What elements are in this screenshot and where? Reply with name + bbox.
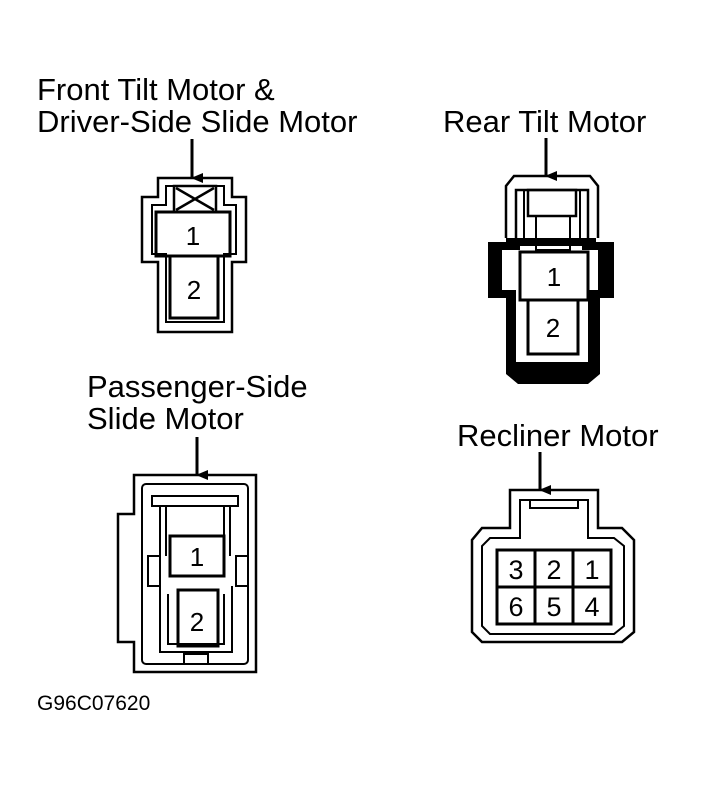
passenger-slide-label-line1: Passenger-Side	[87, 369, 308, 404]
passenger-slide-top-rail	[151, 495, 239, 507]
front-tilt-pin-1: 1	[186, 221, 200, 251]
passenger-slide-bottom-latch	[183, 653, 209, 665]
front-tilt-inner-shell	[151, 185, 237, 323]
rear-tilt-pin-2-cell	[526, 298, 580, 356]
passenger-slide-side-tab-left	[147, 555, 161, 587]
front-tilt-pin-2-cell	[168, 254, 220, 320]
rear-tilt-pin-1-cell	[518, 250, 590, 302]
passenger-slide-pin-1: 1	[190, 542, 204, 572]
figure-code: G96C07620	[37, 692, 151, 715]
recliner-key-notch	[529, 500, 579, 509]
passenger-slide-label-line2: Slide Motor	[87, 401, 244, 436]
recliner-pin-2: 2	[546, 555, 561, 585]
recliner-inner-shell	[481, 499, 625, 635]
front-tilt-label-line2: Driver-Side Slide Motor	[37, 104, 358, 139]
recliner-label: Recliner Motor	[457, 418, 659, 453]
front-tilt-pin-2: 2	[187, 275, 201, 305]
rear-tilt-latch-inner	[535, 215, 571, 251]
passenger-slide-pin-2: 2	[190, 607, 204, 637]
passenger-slide-connector	[116, 437, 258, 674]
passenger-slide-body-frame	[159, 506, 231, 556]
recliner-pin-4: 4	[584, 592, 599, 622]
passenger-slide-outer-shell	[116, 473, 258, 674]
front-tilt-label-line1: Front Tilt Motor &	[37, 72, 275, 107]
front-tilt-outer-shell	[140, 176, 248, 334]
passenger-slide-pin-2-cell	[176, 588, 220, 648]
recliner-outer-shell	[470, 488, 636, 644]
recliner-pin-6: 6	[508, 592, 523, 622]
rear-tilt-pin-2: 2	[546, 313, 560, 343]
recliner-pin-5: 5	[546, 592, 561, 622]
front-tilt-connector	[140, 139, 248, 334]
rear-tilt-latch	[526, 188, 578, 218]
recliner-pin-3: 3	[508, 555, 523, 585]
recliner-connector	[470, 452, 636, 644]
rear-tilt-connector	[488, 138, 614, 384]
rear-tilt-label: Rear Tilt Motor	[443, 104, 647, 139]
front-tilt-lock-cross-icon	[175, 186, 215, 212]
rear-tilt-pin-1: 1	[547, 262, 561, 292]
passenger-slide-lower-frame	[159, 586, 233, 653]
passenger-slide-pin-1-cell	[168, 534, 226, 578]
passenger-slide-side-tab-right	[235, 555, 249, 587]
recliner-pin-1: 1	[584, 555, 599, 585]
rear-tilt-upper-shroud	[504, 174, 600, 238]
